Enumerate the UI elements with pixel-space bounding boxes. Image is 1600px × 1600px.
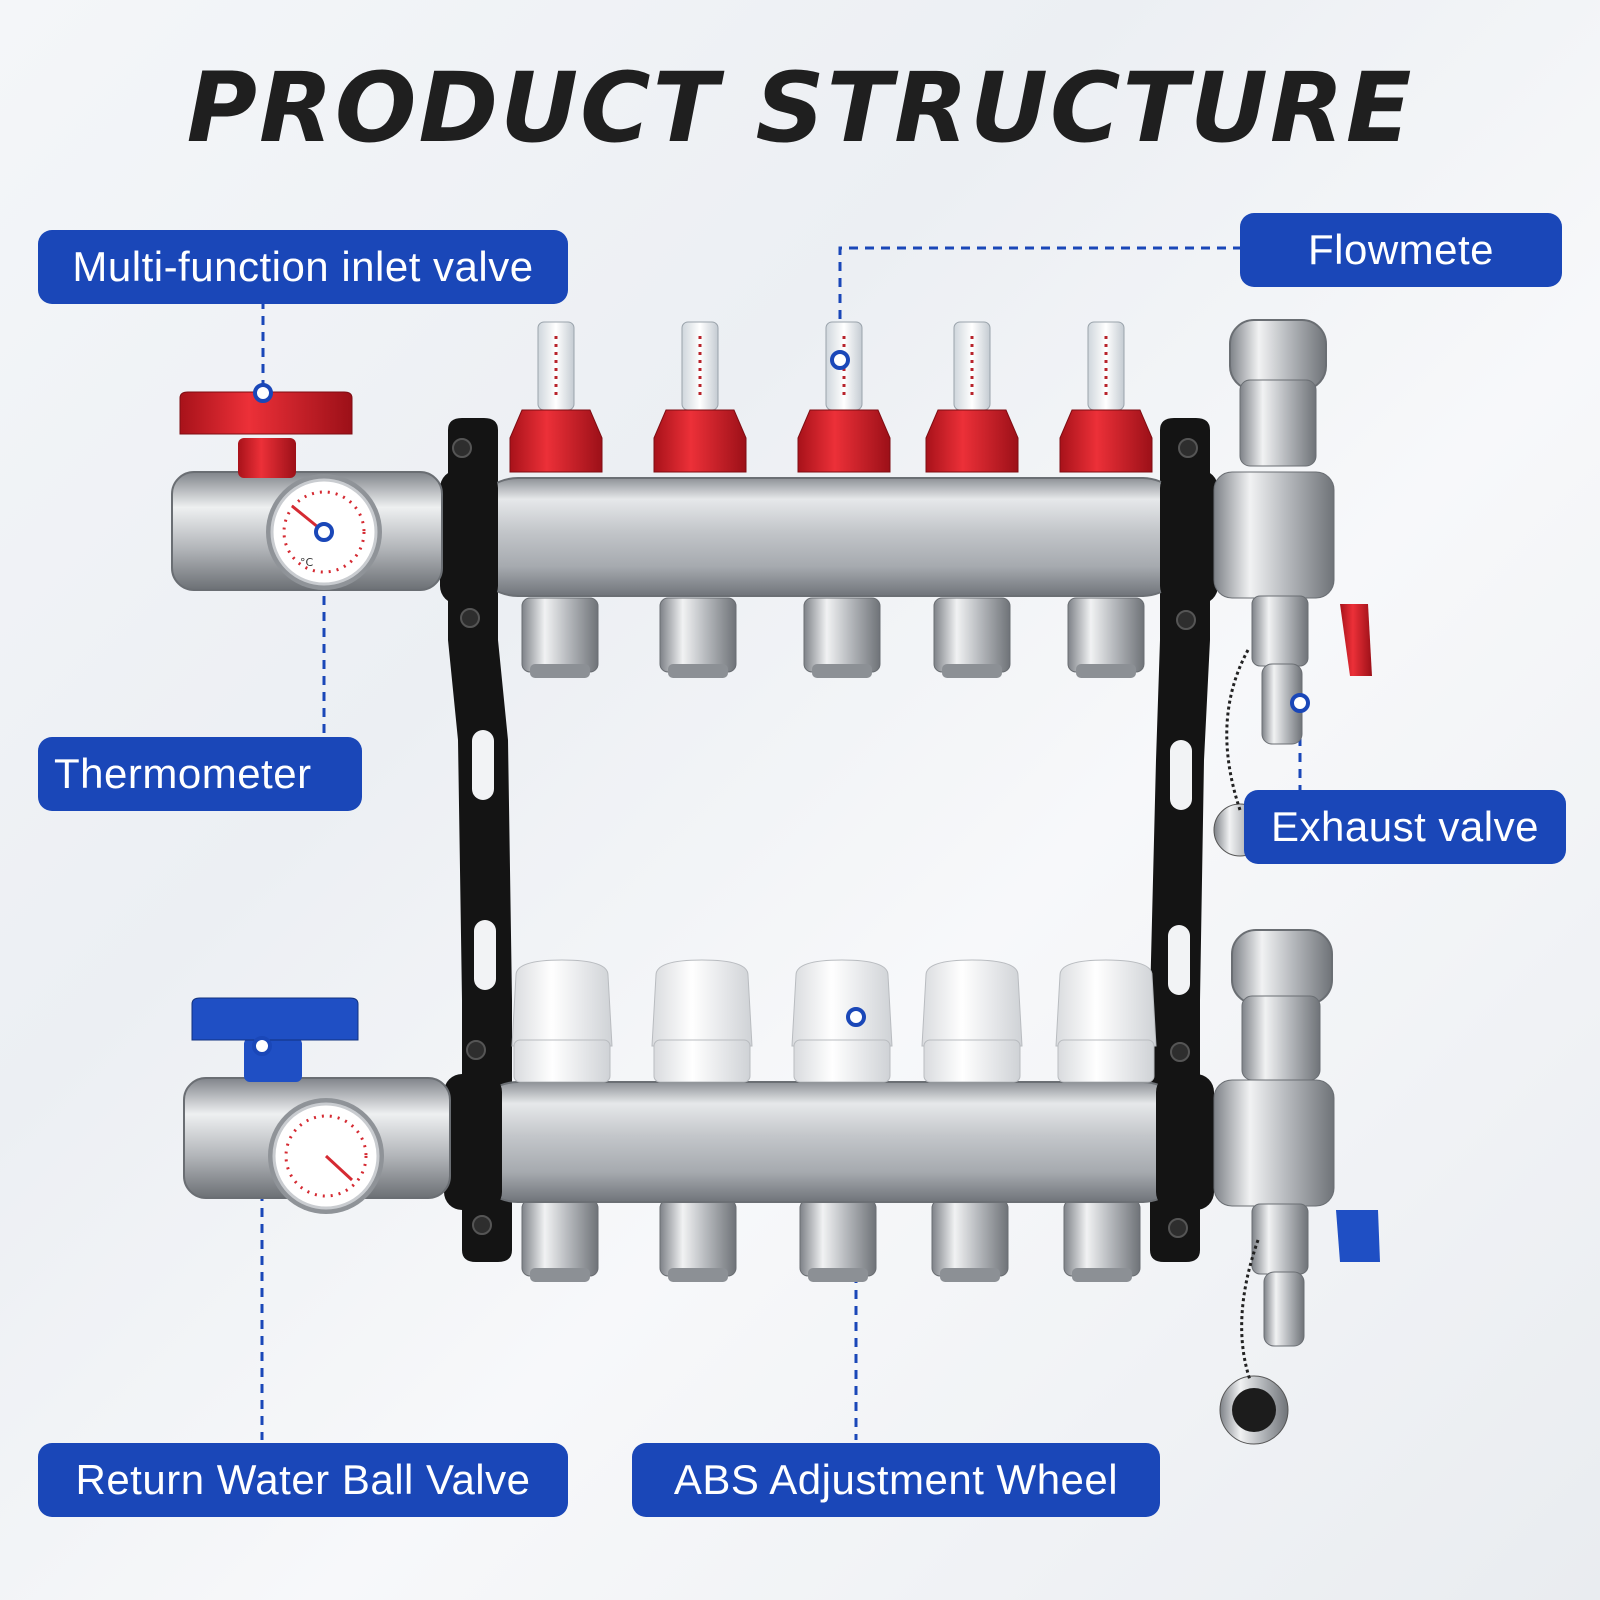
right-bracket [1150, 418, 1210, 1262]
return-bar [444, 959, 1214, 1282]
flowmeters [509, 321, 1153, 473]
inlet-thermometer-unit: °C [300, 556, 314, 569]
left-bracket-slot [472, 730, 494, 800]
anchor-dot [846, 1007, 866, 1027]
page-title: PRODUCT STRUCTURE [186, 52, 1414, 164]
supply-bar [440, 321, 1218, 678]
outlet-fittings-top [521, 597, 1145, 678]
bracket-screw [452, 438, 472, 458]
callout-return-water-ball-valve: Return Water Ball Valve [38, 1443, 568, 1517]
bracket-screw [1170, 1042, 1190, 1062]
return-handle [191, 997, 359, 1041]
anchor-dot [314, 522, 334, 542]
outlet-fitting [933, 597, 1011, 678]
adjustment-wheel [511, 959, 613, 1083]
flowmeter [1059, 321, 1153, 473]
outlet-fitting [659, 597, 737, 678]
left-bracket-slot [474, 920, 496, 990]
bracket-screw [466, 1040, 486, 1060]
abs-adjustment-wheels [511, 959, 1157, 1083]
outlet-fitting [799, 1199, 877, 1282]
adjustment-wheel [1055, 959, 1157, 1083]
flowmeter [797, 321, 891, 473]
inlet-valve-assembly: °C [171, 391, 443, 591]
outlet-fitting [1063, 1199, 1141, 1282]
flowmeter [925, 321, 1019, 473]
anchor-dots [252, 350, 1310, 1056]
adjustment-wheel [921, 959, 1023, 1083]
right-bracket-slot [1170, 740, 1192, 810]
supply-bar-body [469, 477, 1191, 597]
anchor-dot [253, 383, 273, 403]
leader-flowmeter [838, 246, 1242, 358]
anchor-dot [252, 1036, 272, 1056]
outlet-fitting [1067, 597, 1145, 678]
inlet-handle [179, 391, 353, 435]
outlet-fitting [521, 1199, 599, 1282]
exhaust-valve-top [1213, 319, 1372, 857]
callout-exhaust-valve: Exhaust valve [1244, 790, 1566, 864]
outlet-fitting [521, 597, 599, 678]
anchor-dot [830, 350, 850, 370]
callout-flowmeter: Flowmete [1240, 213, 1562, 287]
mounting-brackets [448, 418, 1210, 1262]
bracket-screw [472, 1215, 492, 1235]
callout-multi-function-inlet-valve: Multi-function inlet valve [38, 230, 568, 304]
flowmeter [653, 321, 747, 473]
anchor-dot [1290, 693, 1310, 713]
outlet-fittings-bottom [521, 1199, 1141, 1282]
return-valve-assembly [183, 997, 451, 1214]
bracket-screw [1168, 1218, 1188, 1238]
outlet-fitting [931, 1199, 1009, 1282]
outlet-fitting [803, 597, 881, 678]
right-bracket-slot [1168, 925, 1190, 995]
left-bracket [448, 418, 512, 1262]
bracket-screw [460, 608, 480, 628]
flowmeter [509, 321, 603, 473]
exhaust-valve-bottom [1213, 929, 1380, 1445]
callout-thermometer: Thermometer [38, 737, 362, 811]
adjustment-wheel [651, 959, 753, 1083]
callout-abs-adjustment-wheel: ABS Adjustment Wheel [632, 1443, 1160, 1517]
return-bar-body [469, 1081, 1191, 1203]
outlet-fitting [659, 1199, 737, 1282]
bracket-screw [1178, 438, 1198, 458]
adjustment-wheel [791, 959, 893, 1083]
bracket-screw [1176, 610, 1196, 630]
